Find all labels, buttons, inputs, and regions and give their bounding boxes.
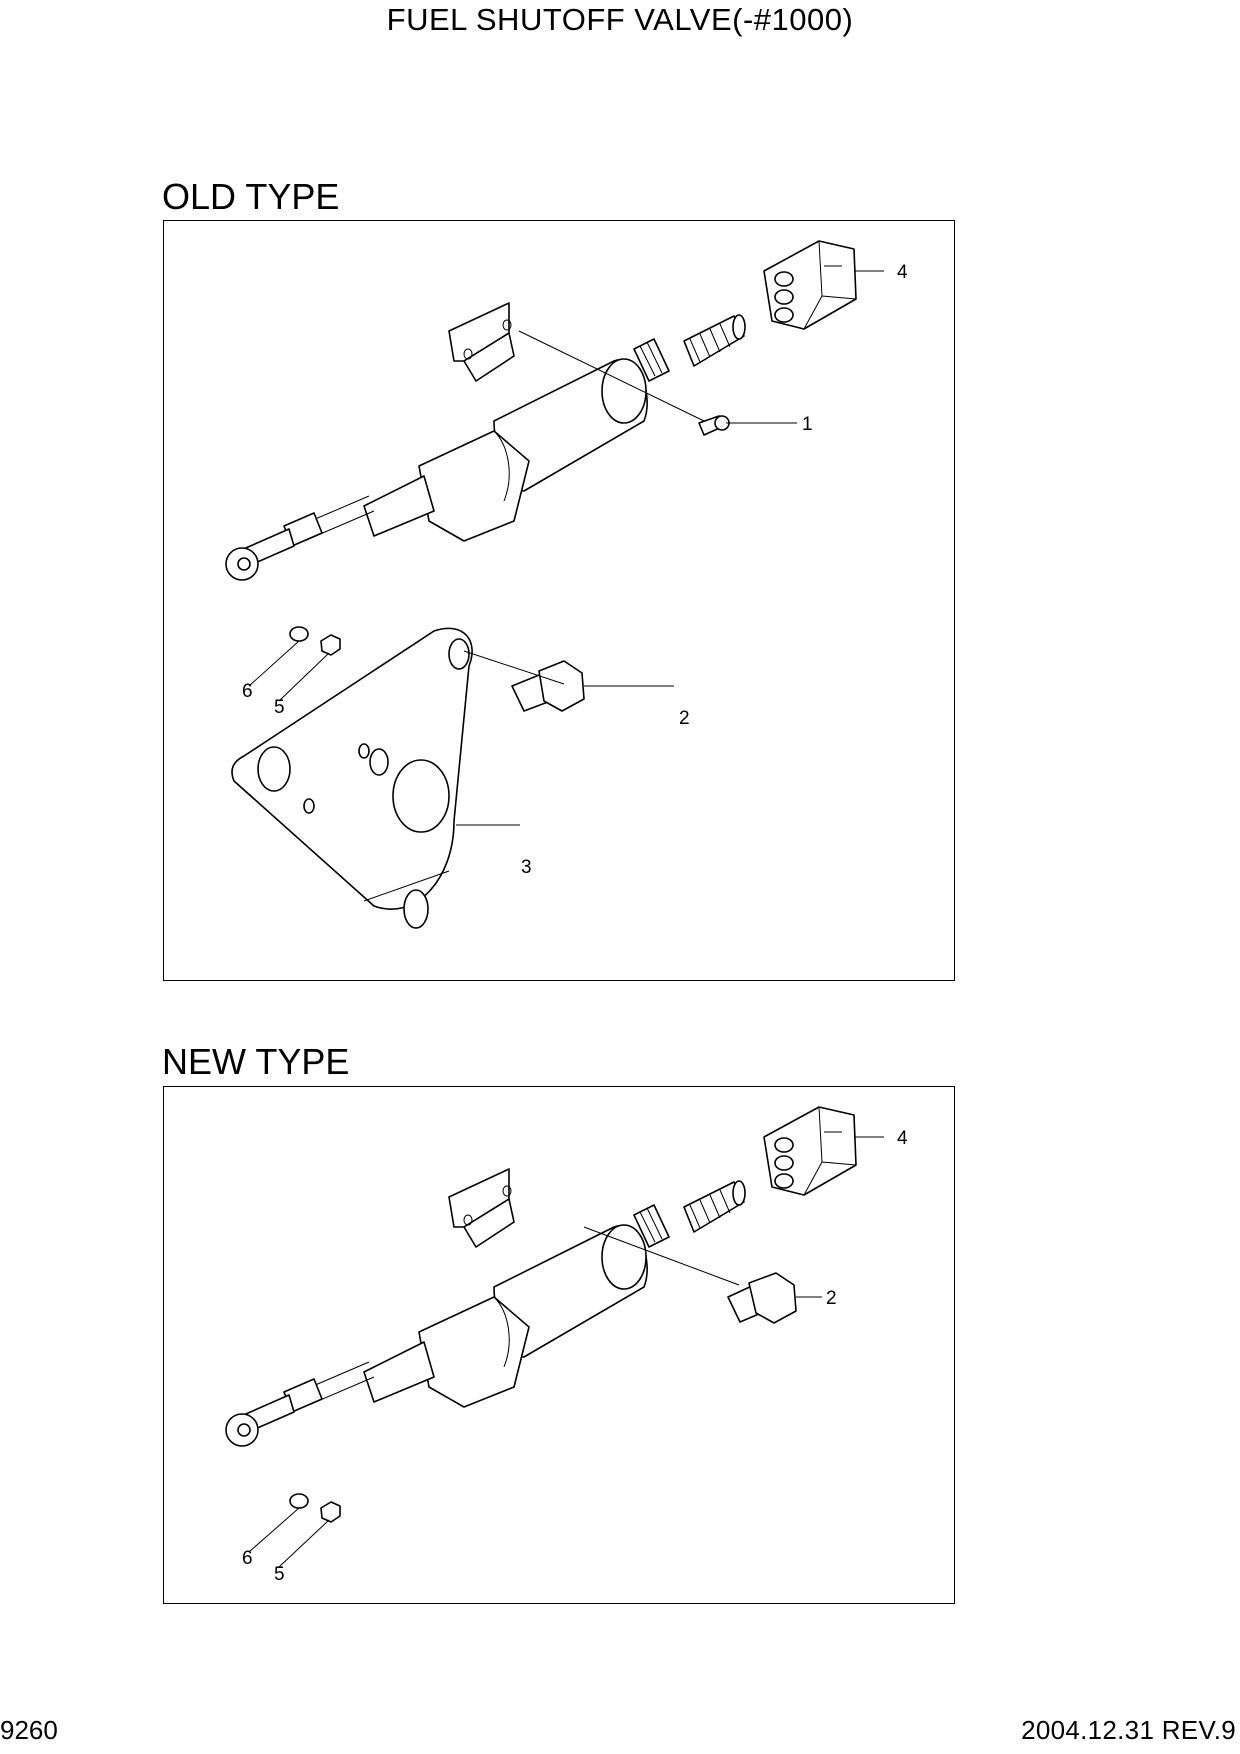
nut-part [320,634,341,656]
callout-6: 6 [242,681,253,702]
revision-date: 2004.12.31 REV.9 [1021,1715,1236,1745]
nut-part [320,1501,341,1523]
spring-part [683,314,746,367]
callout-1: 1 [802,414,813,435]
washer-part [289,626,309,642]
callout-2: 2 [679,708,690,729]
new-type-diagram-frame: 4 2 6 5 [163,1086,955,1604]
connector-part [763,240,857,330]
solenoid-body [225,1168,670,1447]
spring-part [683,1180,746,1233]
callout-3: 3 [521,857,532,878]
callout-4: 4 [897,262,908,283]
solenoid-body [225,302,670,581]
new-type-title: NEW TYPE [162,1041,350,1082]
old-type-diagram-frame: 4 1 2 3 6 5 [163,220,955,981]
bolt-part-2 [727,1272,797,1324]
page-number: 9260 [0,1715,58,1745]
bolt-part-2 [511,660,585,712]
callout-5: 5 [274,1564,285,1585]
page-title: FUEL SHUTOFF VALVE(-#1000) [386,2,854,37]
callout-2: 2 [826,1288,837,1309]
old-type-parts-diagram: 4 1 2 3 6 5 [225,240,908,929]
new-type-parts-diagram: 4 2 6 5 [225,1106,908,1585]
callout-5: 5 [274,697,285,718]
washer-part [289,1493,309,1509]
callout-6: 6 [242,1548,253,1569]
mounting-plate-part [231,627,473,929]
bolt-part-1 [698,415,730,436]
old-type-title: OLD TYPE [162,176,340,217]
connector-part [763,1106,857,1196]
callout-4: 4 [897,1128,908,1149]
